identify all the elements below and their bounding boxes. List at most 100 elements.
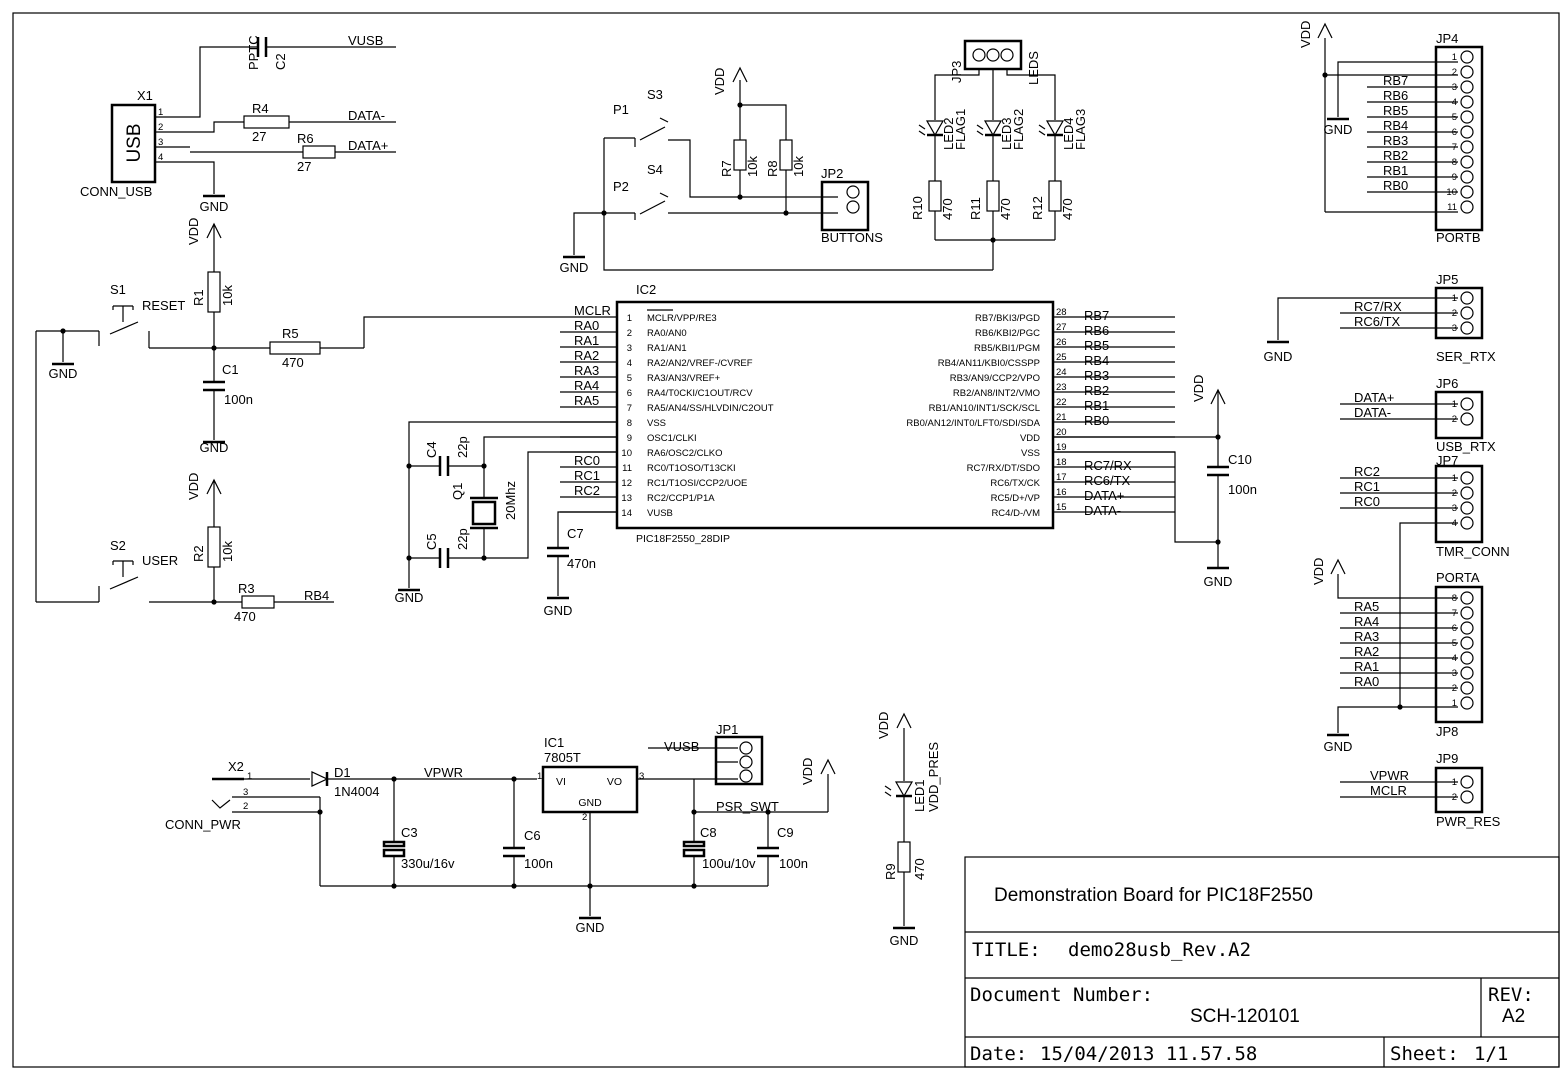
header-pin-icon: [1460, 775, 1474, 789]
c4-ref: C4: [424, 441, 439, 458]
cap-plate: [382, 840, 406, 848]
ic2-pin-number: 28: [1056, 307, 1067, 318]
ic2-pin-name: VSS: [1021, 448, 1040, 459]
wire: [109, 321, 139, 335]
resistor: [241, 595, 275, 609]
header-pin-icon: [1460, 471, 1474, 485]
x2-pin: 2: [243, 801, 248, 812]
ic2-pin-number: 12: [621, 478, 632, 489]
vdd-arrow-icon: [820, 758, 836, 775]
header-pin-icon: [1460, 591, 1474, 605]
resistor: [302, 145, 336, 159]
jp8-net-label: RA2: [1354, 644, 1379, 659]
ic2-pin-number: 7: [627, 403, 632, 414]
ic2-pin-name: VSS: [647, 418, 666, 429]
jp5-ref: JP5: [1436, 272, 1458, 287]
jp7-net-label: RC1: [1354, 479, 1380, 494]
resistor: [897, 841, 911, 873]
ic2-net-label: RA5: [574, 393, 599, 408]
header-pin-icon: [1460, 110, 1474, 124]
r3-ref: R3: [238, 581, 255, 596]
header-pin-icon: [1460, 790, 1474, 804]
c10-value: 100n: [1228, 482, 1257, 497]
ic2-net-label: RB3: [1084, 368, 1109, 383]
r3-value: 470: [234, 609, 256, 624]
led-flag: FLAG1: [953, 109, 968, 150]
ic2-pin-number: 16: [1056, 487, 1067, 498]
jp8-net-label: RA4: [1354, 614, 1379, 629]
ic2-pin-name: OSC1/CLKI: [647, 433, 697, 444]
jp3-value: LEDS: [1026, 51, 1041, 85]
q1-ref: Q1: [450, 483, 465, 500]
header-pin-icon: [846, 185, 860, 199]
jp7-net-label: RC2: [1354, 464, 1380, 479]
led-resistor-value: 470: [998, 198, 1013, 220]
vdd-arrow-icon: [896, 712, 912, 729]
led1-label: VDD_PRES: [926, 742, 941, 812]
wire: [109, 576, 139, 590]
ic2-pin-number: 9: [627, 433, 632, 444]
ic2-pin-name: RC2/CCP1/P1A: [647, 493, 715, 504]
jp2-header: [820, 180, 870, 232]
crystal-body: [471, 500, 497, 526]
jp8-net-label: RA5: [1354, 599, 1379, 614]
diode-icon: [311, 771, 329, 787]
ic1-pin-name: VI: [556, 776, 566, 788]
ic2-pin-name: RC1/T1OSI/CCP2/UOE: [647, 478, 747, 489]
board-description: Demonstration Board for PIC18F2550: [994, 885, 1313, 906]
ic2-pin-number: 23: [1056, 382, 1067, 393]
wire: [211, 799, 231, 809]
jp9-net-label: MCLR: [1370, 783, 1407, 798]
jp9-header: [1434, 766, 1484, 814]
header-pin-icon: [1460, 306, 1474, 320]
ic2-value: PIC18F2550_28DIP: [636, 533, 730, 545]
ic2-pin-number: 20: [1056, 427, 1067, 438]
sheet-frame: [12, 12, 1560, 1068]
r1-value: 10k: [220, 285, 235, 306]
header-pin-icon: [1460, 516, 1474, 530]
docnum-value: SCH-120101: [1190, 1006, 1300, 1027]
jp9-ref: JP9: [1436, 751, 1458, 766]
gnd-label: GND: [1324, 739, 1353, 754]
header-pin-icon: [739, 769, 753, 783]
jp5-net-label: RC7/RX: [1354, 299, 1402, 314]
ic2-net-label: RB7: [1084, 308, 1109, 323]
ic2-net-label: RC2: [574, 483, 600, 498]
ic2-pin-number: 1: [627, 313, 632, 324]
d1-value: 1N4004: [334, 784, 380, 799]
ic2-pin-number: 22: [1056, 397, 1067, 408]
rev-value: A2: [1502, 1006, 1525, 1027]
header-pin-icon: [1460, 486, 1474, 500]
jp7-ref: JP7: [1436, 453, 1458, 468]
ic1-pin: 1: [537, 771, 542, 782]
r6-value: 27: [297, 159, 311, 174]
c2-value: PPTC: [246, 35, 261, 70]
header-pin-icon: [1460, 170, 1474, 184]
vdd-label: VDD: [712, 68, 727, 95]
junction-dot: [391, 883, 397, 889]
jp8-ref: JP8: [1436, 724, 1458, 739]
ic2-net-label: DATA-: [1084, 503, 1121, 518]
x1-ref: X1: [137, 88, 153, 103]
ic2-pin-name: RB3/AN9/CCP2/VPO: [950, 373, 1040, 384]
x2-pin: 1: [247, 771, 252, 782]
vdd-label: VDD: [1311, 558, 1326, 585]
header-pin-icon: [1460, 65, 1474, 79]
ic2-net-label: RB6: [1084, 323, 1109, 338]
ic2-pin-name: RB1/AN10/INT1/SCK/SCL: [929, 403, 1040, 414]
s1-ref: S1: [110, 282, 126, 297]
wire: [1277, 297, 1458, 340]
wire: [1337, 61, 1458, 117]
wire: [573, 212, 604, 255]
ic2-pin-name: RC4/D-/VM: [991, 508, 1040, 519]
sheet-value: 1/1: [1474, 1043, 1508, 1065]
junction-dot: [691, 809, 697, 815]
jp9-net-label: VPWR: [1370, 768, 1409, 783]
ic2-pin-name: RA2/AN2/VREF-/CVREF: [647, 358, 753, 369]
junction-dot: [587, 883, 593, 889]
ic2-net-label: DATA+: [1084, 488, 1124, 503]
jp9-value: PWR_RES: [1436, 814, 1501, 829]
ic2-pin-name: MCLR/VPP/RE3: [647, 313, 717, 324]
header-pin-icon: [1460, 636, 1474, 650]
junction-dot: [391, 776, 397, 782]
